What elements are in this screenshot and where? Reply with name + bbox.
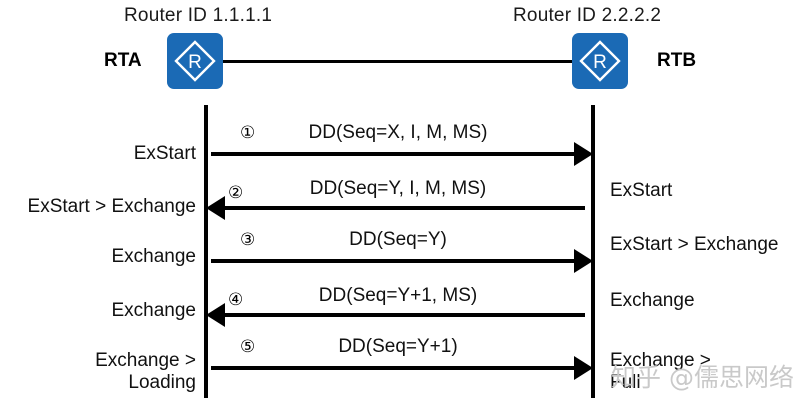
message-label-3: DD(Seq=Y): [349, 229, 447, 250]
message-number-5: ⑤: [240, 337, 256, 356]
right-router-id-label: Router ID 2.2.2.2: [513, 5, 662, 26]
right-state-1: ExStart: [610, 180, 673, 201]
message-row-4: DD(Seq=Y+1, MS) ④: [0, 283, 801, 329]
message-line-5: [211, 366, 585, 370]
left-state-5-line2: Loading: [128, 371, 196, 393]
message-label-1: DD(Seq=X, I, M, MS): [308, 122, 488, 143]
left-state-4: Exchange: [111, 300, 196, 321]
message-line-3: [211, 259, 585, 263]
arrow-head-right-1: [574, 142, 593, 166]
right-state-4-line2: Full: [610, 371, 641, 393]
message-row-3: DD(Seq=Y) ③: [0, 229, 801, 275]
message-line-4: [211, 313, 585, 317]
router-icon-rta: R: [167, 33, 223, 89]
lifeline-rtb: [591, 105, 595, 398]
message-label-5: DD(Seq=Y+1): [338, 336, 458, 357]
right-node-label: RTB: [657, 50, 697, 71]
message-label-2: DD(Seq=Y, I, M, MS): [309, 178, 487, 199]
arrow-head-left-2: [206, 196, 225, 220]
message-line-2: [211, 206, 585, 210]
left-state-1: ExStart: [133, 143, 196, 164]
message-line-1: [211, 152, 585, 156]
left-node-label: RTA: [104, 50, 142, 71]
svg-text:R: R: [593, 52, 607, 73]
arrow-head-left-4: [206, 303, 225, 327]
router-icon-rtb: R: [572, 33, 628, 89]
right-state-4-line1: Exchange >: [610, 350, 711, 371]
message-number-3: ③: [240, 230, 256, 249]
arrow-head-right-5: [574, 356, 593, 380]
message-label-4: DD(Seq=Y+1, MS): [318, 285, 478, 306]
svg-text:R: R: [188, 52, 202, 73]
message-number-2: ②: [228, 183, 244, 202]
right-state-2: ExStart > Exchange: [610, 234, 779, 255]
message-row-1: DD(Seq=X, I, M, MS) ①: [0, 122, 801, 168]
left-state-3: Exchange: [111, 246, 196, 267]
message-number-1: ①: [240, 123, 256, 142]
message-row-5: DD(Seq=Y+1) ⑤: [0, 336, 801, 382]
left-state-2: ExStart > Exchange: [27, 196, 196, 217]
message-number-4: ④: [228, 290, 244, 309]
right-state-4: Exchange > Full: [610, 350, 711, 394]
lifeline-rta: [204, 105, 208, 398]
arrow-head-right-3: [574, 249, 593, 273]
left-state-5-line1: Exchange >: [95, 350, 196, 371]
left-router-id-label: Router ID 1.1.1.1: [124, 5, 273, 26]
right-state-3: Exchange: [610, 290, 695, 311]
router-link-line: [223, 60, 572, 63]
message-row-2: DD(Seq=Y, I, M, MS) ②: [0, 176, 801, 222]
left-state-5: Exchange > Loading: [95, 350, 196, 394]
